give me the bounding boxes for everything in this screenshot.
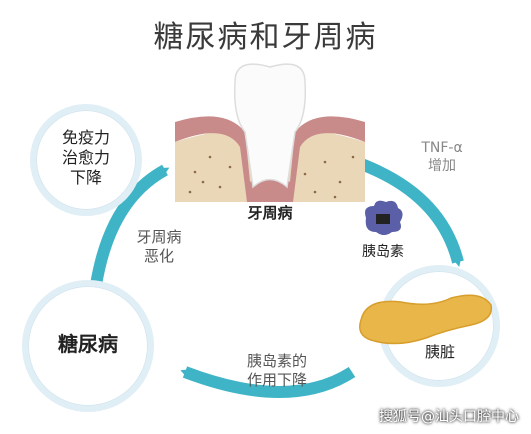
page-title: 糖尿病和牙周病 (153, 20, 378, 55)
immune-line-2: 治愈力 (61, 148, 110, 167)
insulin-effect-line-2: 作用下降 (246, 370, 307, 389)
immune-line-1: 免疫力 (61, 128, 110, 147)
tooth-illustration (175, 63, 365, 202)
arrow-diabetes-to-immune (90, 164, 170, 286)
tnf-label: TNF-α 增加 (410, 140, 474, 175)
diabetes-circle (22, 280, 154, 412)
watermark: 搜狐号@汕头口腔中心 (379, 409, 519, 425)
arrow-tooth-to-pancreas (348, 154, 464, 267)
insulin-label: 胰岛素 (362, 244, 404, 260)
periodontal-worse-line-2: 恶化 (143, 246, 174, 265)
insulin-effect-label: 胰岛素的 作用下降 (232, 352, 322, 390)
pancreas-icon (359, 294, 493, 345)
periodontal-worse-line-1: 牙周病 (136, 228, 182, 246)
diabetes-label: 糖尿病 (58, 332, 118, 356)
tnf-line-2: 增加 (428, 157, 456, 174)
immune-circle (30, 104, 142, 216)
periodontal-worse-label: 牙周病 恶化 (128, 228, 190, 266)
tnf-line-1: TNF-α (421, 140, 463, 156)
immune-text: 免疫力 治愈力 下降 (30, 128, 142, 188)
insulin-effect-line-1: 胰岛素的 (246, 352, 307, 370)
pancreas-label: 胰脏 (424, 343, 455, 361)
insulin-icon (365, 200, 403, 235)
tooth-label: 牙周病 (247, 204, 293, 222)
arrow-pancreas-to-diabetes (180, 366, 356, 398)
immune-line-3: 下降 (69, 168, 102, 187)
